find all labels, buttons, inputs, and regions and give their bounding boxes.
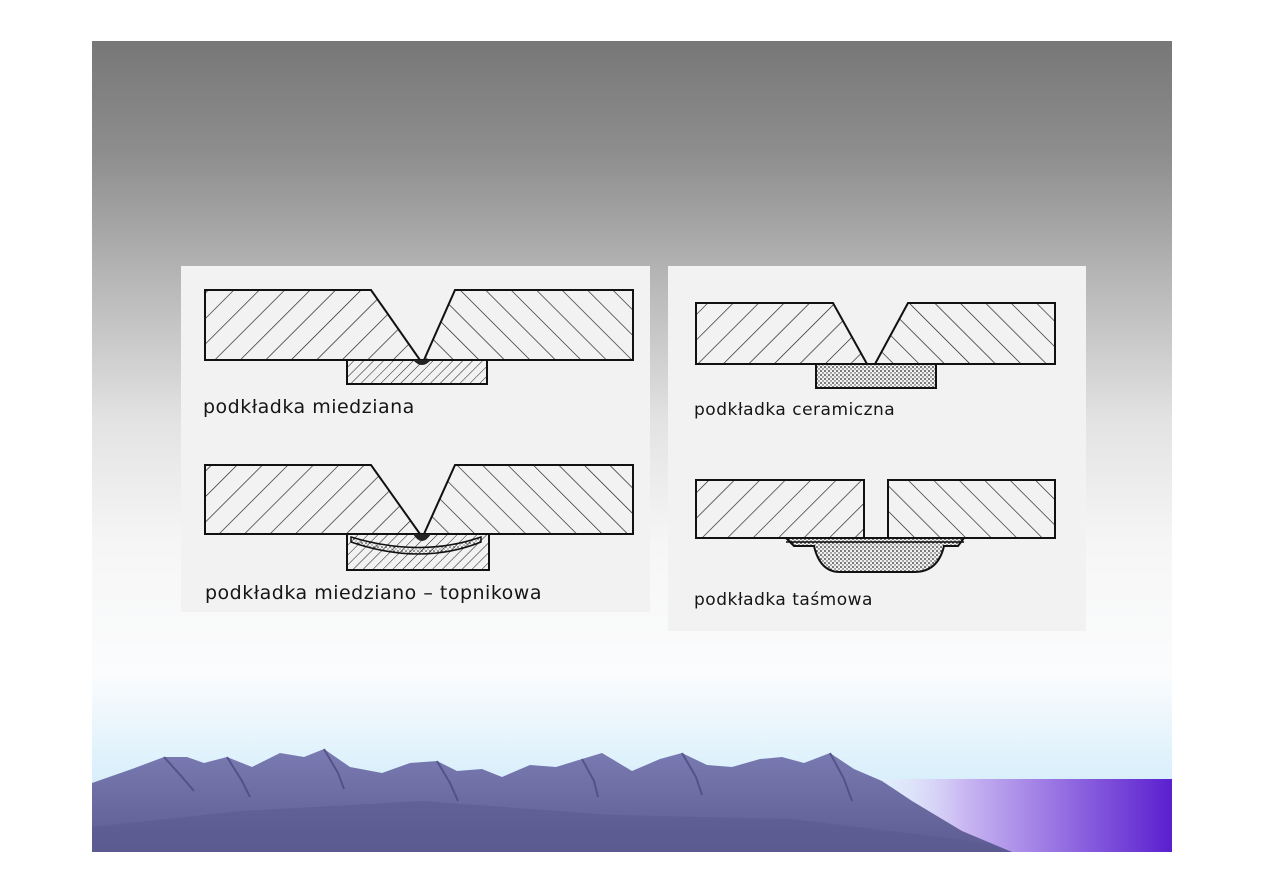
accent-band [852, 779, 1172, 852]
label-copper-backing: podkładka miedziana [203, 396, 415, 418]
diagram-left [204, 289, 634, 571]
plate-right-2 [422, 464, 634, 535]
plate-right-3 [873, 302, 1056, 365]
diagram-right [695, 302, 1056, 573]
copper-backing-1 [346, 359, 488, 385]
plate-left-4 [695, 479, 865, 539]
slide: podkładka miedziana podkładka miedziano … [92, 41, 1172, 852]
label-copper-flux-backing: podkładka miedziano – topnikowa [205, 582, 542, 604]
plate-right-1 [422, 289, 634, 361]
plate-right-4 [887, 479, 1056, 539]
mountain-ridges [163, 748, 853, 802]
weld-root-1 [413, 360, 431, 365]
scan-image-left: podkładka miedziana podkładka miedziano … [181, 266, 650, 612]
weld-root-2 [413, 534, 431, 541]
scan-image-right: podkładka ceramiczna podkładka taśmowa [668, 266, 1086, 631]
flux-layer [350, 535, 482, 555]
label-ceramic-backing: podkładka ceramiczna [694, 400, 896, 420]
label-tape-backing: podkładka taśmowa [694, 590, 873, 610]
tape-backing [783, 537, 966, 573]
mountain-decoration [92, 748, 1172, 852]
ceramic-backing [815, 363, 937, 389]
mountain-foreground [92, 801, 1012, 852]
